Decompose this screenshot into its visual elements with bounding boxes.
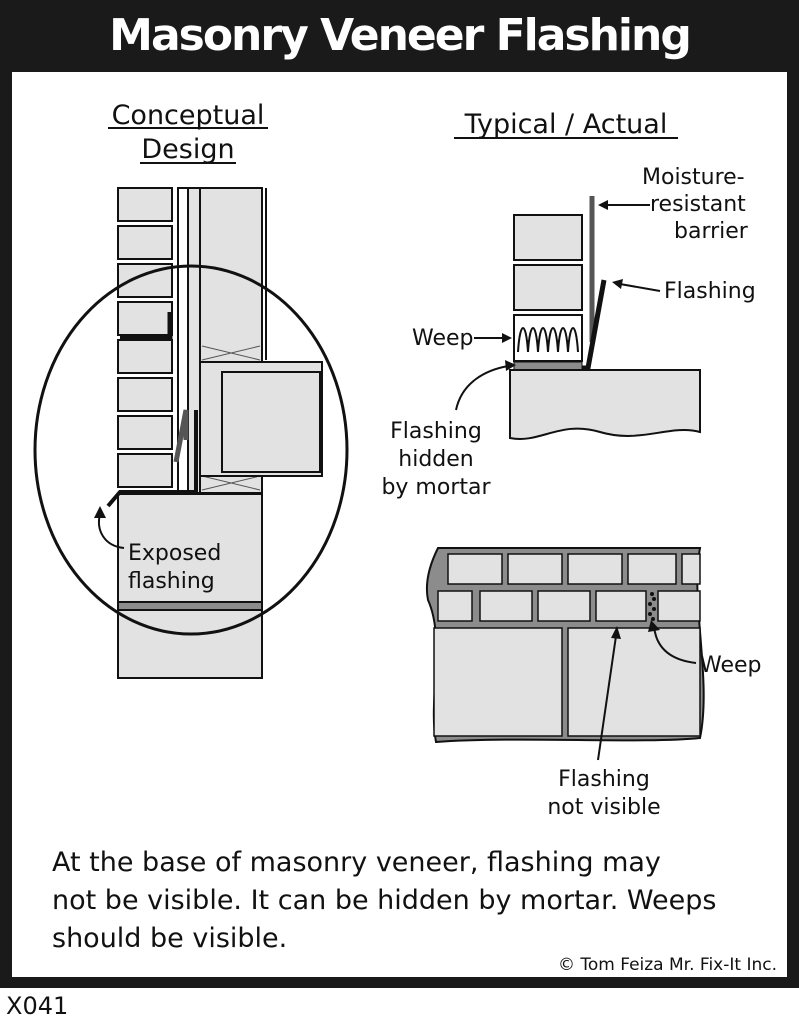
hidden-label-1: Flashing: [390, 419, 482, 444]
flashing-arrow: [619, 283, 661, 292]
moisture-barrier-label-1: Moisture-: [642, 165, 745, 190]
brick-column: [117, 187, 173, 488]
veneer-bricks: [513, 214, 583, 311]
weep-top-arrowhead: [502, 333, 512, 343]
foundation-lower: [117, 609, 263, 679]
moisture-barrier-label-2: resistant: [650, 192, 746, 217]
page-title: Masonry Veneer Flashing: [109, 10, 692, 61]
flashing-vertical: [173, 409, 189, 463]
not-visible-arrow: [597, 635, 617, 761]
exposed-flashing-line: [106, 410, 198, 508]
barrier-arrowhead: [598, 200, 608, 210]
upper-flashing: [120, 312, 173, 340]
detail-circle: [33, 264, 349, 636]
mortar-bed: [513, 361, 583, 371]
floor-joist: [221, 371, 321, 473]
exposed-flashing-label-2: flashing: [128, 569, 215, 594]
figure-code: X041: [6, 992, 69, 1020]
copyright-credit: © Tom Feiza Mr. Fix-It Inc.: [557, 955, 777, 975]
elevation-bricks: [433, 553, 701, 737]
weep-dots: [648, 592, 656, 621]
weep-coil: [517, 327, 579, 353]
exposed-flashing-arrowhead: [94, 506, 106, 518]
flashing-label: Flashing: [664, 279, 756, 304]
exposed-flashing-label-1: Exposed: [128, 541, 221, 566]
wall-elevation-diagram: Weep Flashing not visible: [426, 547, 762, 820]
foundation-top: [509, 369, 701, 440]
hidden-label-3: by mortar: [381, 475, 491, 500]
weep-bottom-arrow: [653, 625, 697, 664]
not-visible-arrowhead: [611, 626, 621, 639]
weep-vent: [513, 314, 583, 362]
weep-bottom-label: Weep: [700, 653, 762, 678]
left-heading-line1: Conceptual: [112, 100, 265, 131]
conceptual-design-diagram: Conceptual Design: [33, 100, 349, 679]
weep-bottom-arrowhead: [648, 620, 660, 632]
weep-top-label: Weep: [412, 326, 474, 351]
left-heading-line2: Design: [141, 134, 234, 165]
moisture-barrier-label-3: barrier: [674, 219, 749, 244]
foundation-joint: [117, 601, 263, 611]
caption-line-2: not be visible. It can be hidden by mort…: [52, 885, 717, 916]
caption-line-3: should be visible.: [52, 923, 288, 954]
right-heading: Typical / Actual: [464, 109, 668, 140]
hidden-mortar-arrowhead: [505, 360, 516, 371]
caption: At the base of masonry veneer, flashing …: [52, 844, 752, 958]
hidden-mortar-arrow: [455, 365, 509, 411]
caption-line-1: At the base of masonry veneer, flashing …: [52, 847, 661, 878]
flashing-arrowhead: [612, 279, 623, 289]
hidden-label-2: hidden: [398, 447, 473, 472]
not-visible-label-2: not visible: [547, 795, 660, 820]
foundation-upper: [117, 493, 263, 603]
typical-actual-diagram: Typical / Actual Moisture- resistant bar…: [381, 109, 755, 500]
not-visible-label-1: Flashing: [558, 767, 650, 792]
